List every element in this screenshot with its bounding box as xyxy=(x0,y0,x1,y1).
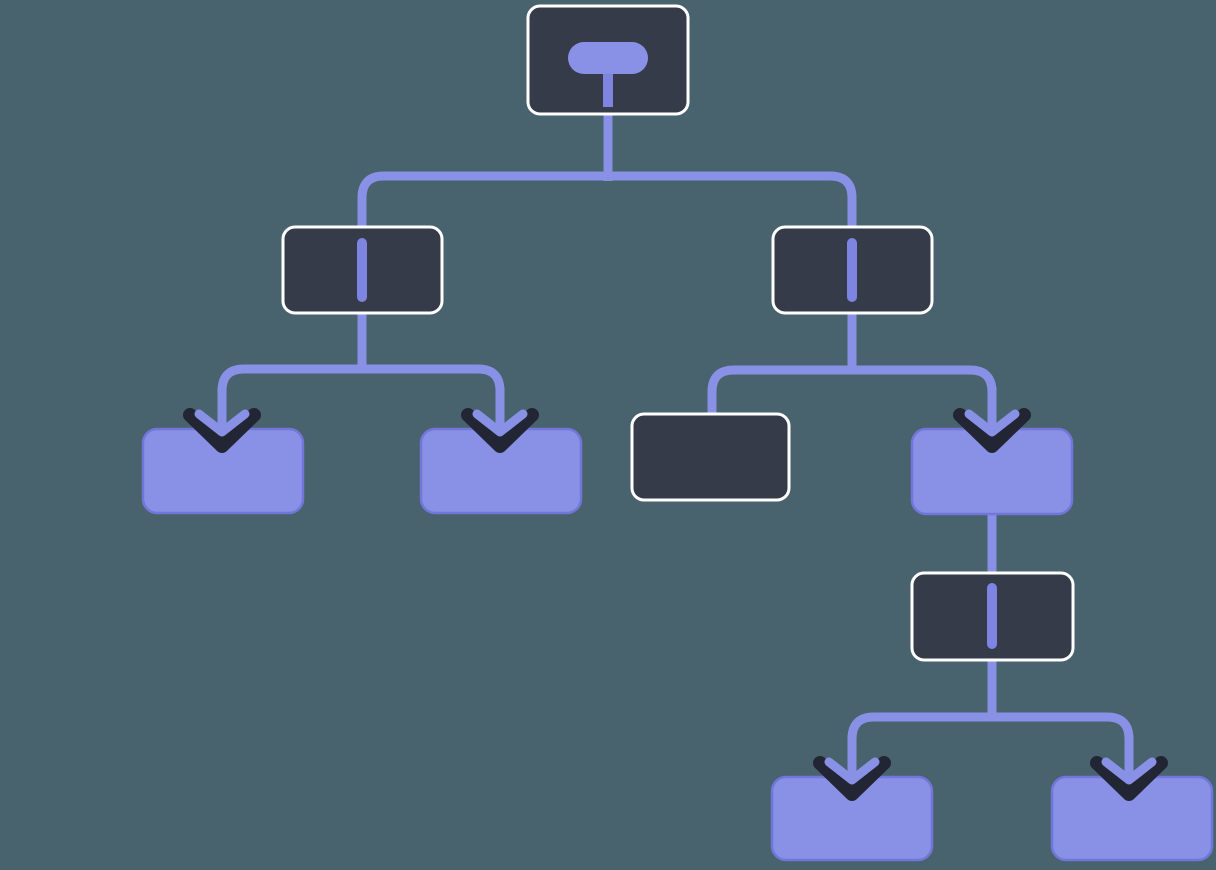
arrow-down-dark-chevron-icon-leaf-bottom-1 xyxy=(813,756,891,801)
connector-rail-top xyxy=(357,171,857,245)
node-mid-dark-leaf xyxy=(630,412,791,502)
connector-rail-left xyxy=(217,364,505,421)
arrow-down-dark-chevron-icon-leaf-left-2 xyxy=(461,408,539,453)
arrow-down-icon-leaf-bottom-2 xyxy=(1101,757,1157,785)
arrow-down-icon-leaf-bottom-1 xyxy=(824,757,880,785)
arrow-down-icon-leaf-left-2 xyxy=(472,409,528,437)
arrow-down-dark-chevron-icon-leaf-right-1 xyxy=(953,408,1031,453)
connector-rail-right xyxy=(707,365,997,425)
root-pill-icon xyxy=(568,42,648,74)
arrow-down-dark-chevron-icon-leaf-bottom-2 xyxy=(1090,756,1168,801)
arrow-down-icon-leaf-right-1 xyxy=(964,409,1020,437)
connector-rail-bottom xyxy=(847,712,1134,769)
arrow-down-icon-leaf-left-1 xyxy=(194,409,250,437)
arrow-down-dark-chevron-icon-leaf-left-1 xyxy=(183,408,261,453)
